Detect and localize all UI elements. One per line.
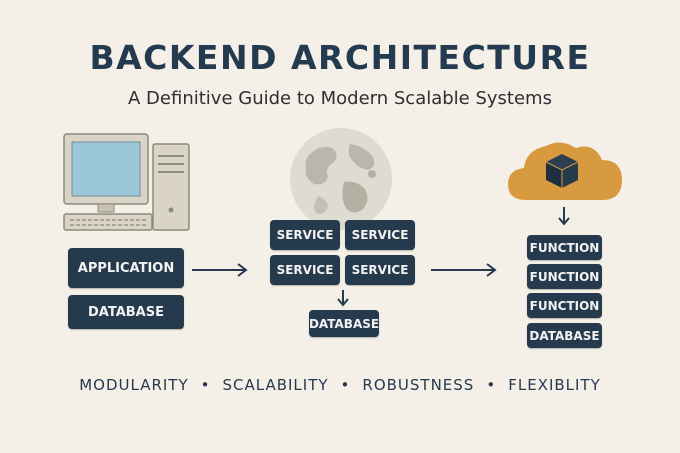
arrow-right-icon xyxy=(431,263,497,277)
service-box: SERVICE xyxy=(345,220,415,250)
separator: • xyxy=(486,376,497,394)
database-box-services: DATABASE xyxy=(309,310,379,337)
database-box-serverless: DATABASE xyxy=(527,323,602,348)
function-box: FUNCTION xyxy=(527,264,602,289)
service-box: SERVICE xyxy=(345,255,415,285)
service-box: SERVICE xyxy=(270,255,340,285)
keyword: MODULARITY xyxy=(79,376,189,394)
page-subtitle: A Definitive Guide to Modern Scalable Sy… xyxy=(128,88,552,109)
database-box-monolith: DATABASE xyxy=(68,295,184,329)
separator: • xyxy=(340,376,351,394)
function-box: FUNCTION xyxy=(527,235,602,260)
keyword: SCALABILITY xyxy=(222,376,329,394)
cloud-cube-icon xyxy=(508,142,622,200)
globe-icon xyxy=(290,128,392,230)
arrow-right-icon xyxy=(192,263,248,277)
footer-keywords: MODULARITY • SCALABILITY • ROBUSTNESS • FLEXIB… xyxy=(0,376,680,394)
arrow-down-icon xyxy=(558,207,570,226)
keyword: FLEXIBLITY xyxy=(508,376,601,394)
arrow-down-icon xyxy=(337,290,349,307)
service-box: SERVICE xyxy=(270,220,340,250)
separator: • xyxy=(200,376,211,394)
desktop-computer-icon xyxy=(63,133,190,231)
function-box: FUNCTION xyxy=(527,293,602,318)
keyword: ROBUSTNESS xyxy=(362,376,475,394)
page-title: BACKEND ARCHITECTURE xyxy=(89,38,591,77)
application-box: APPLICATION xyxy=(68,248,184,288)
